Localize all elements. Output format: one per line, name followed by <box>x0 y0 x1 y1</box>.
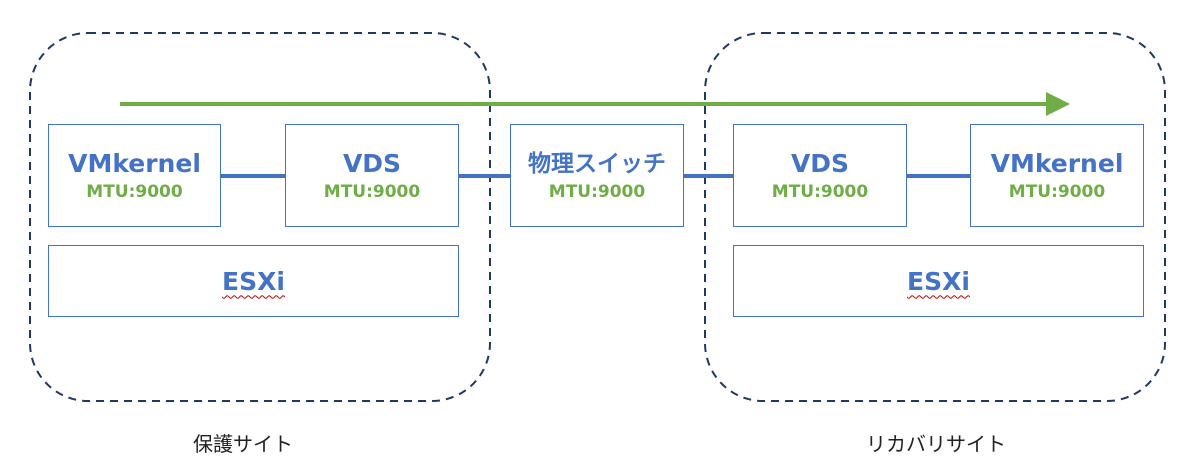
recovery-esxi-label: ESXi <box>907 266 970 296</box>
protected-vds-box: VDS MTU:9000 <box>285 124 459 227</box>
protected-esxi-box: ESXi <box>48 245 459 317</box>
protected-site-label: 保護サイト <box>193 432 293 456</box>
recovery-vds-box: VDS MTU:9000 <box>733 124 907 227</box>
recovery-site-boundary <box>704 32 1166 402</box>
recovery-vmkernel-box: VMkernel MTU:9000 <box>970 124 1144 227</box>
protected-vmkernel-box: VMkernel MTU:9000 <box>48 124 221 227</box>
recovery-site-label: リカバリサイト <box>866 432 1006 456</box>
physical-switch-title: 物理スイッチ <box>528 150 666 177</box>
protected-esxi-label: ESXi <box>222 266 285 296</box>
protected-site-boundary <box>29 32 491 402</box>
flow-arrow-head <box>1046 92 1070 116</box>
protected-vds-mtu: MTU:9000 <box>323 181 421 202</box>
recovery-vmkernel-mtu: MTU:9000 <box>1008 181 1106 202</box>
recovery-vds-title: VDS <box>790 148 850 178</box>
recovery-vmkernel-title: VMkernel <box>990 148 1124 178</box>
physical-switch-box: 物理スイッチ MTU:9000 <box>510 124 684 227</box>
recovery-vds-mtu: MTU:9000 <box>771 181 869 202</box>
physical-switch-mtu: MTU:9000 <box>548 181 646 202</box>
protected-vmkernel-mtu: MTU:9000 <box>86 181 183 202</box>
recovery-esxi-box: ESXi <box>733 245 1144 317</box>
protected-vds-title: VDS <box>342 148 402 178</box>
protected-vmkernel-title: VMkernel <box>68 148 201 178</box>
